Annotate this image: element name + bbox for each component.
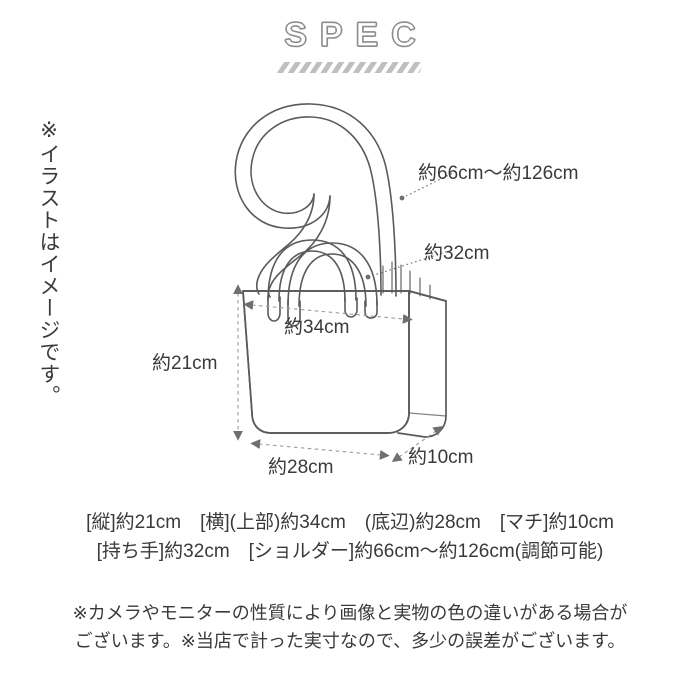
dimension-label-bottom-width: 約28cm: [268, 457, 334, 478]
dimension-label-gusset: 約10cm: [408, 447, 474, 468]
page-title: SPEC: [284, 16, 429, 54]
dimension-label-height: 約21cm: [152, 353, 218, 374]
spec-line: [持ち手]約32cm [ショルダー]約66cm〜約126cm(調節可能): [96, 541, 604, 563]
illustration-disclaimer-note: ※イラストはイメージです。: [37, 118, 60, 407]
dimension-label-top-width: 約34cm: [284, 317, 350, 338]
footer-line: ※カメラやモニターの性質により画像と実物の色の違いがある場合が: [72, 603, 628, 623]
footer-line: ございます。※当店で計った実寸なので、多少の誤差がございます。: [74, 630, 626, 651]
spec-line: [縦]約21cm [横](上部)約34cm (底辺)約28cm [マチ]約10c…: [86, 512, 614, 533]
page-header: SPEC: [0, 16, 700, 73]
diagonal-stripe-banner-icon: [276, 62, 424, 73]
dimension-label-handle: 約32cm: [424, 243, 490, 264]
spec-measurement-list: [縦]約21cm [横](上部)約34cm (底辺)約28cm [マチ]約10c…: [0, 508, 700, 567]
footer-disclaimer: ※カメラやモニターの性質により画像と実物の色の違いがある場合が ございます。※当…: [0, 600, 700, 656]
dimension-label-shoulder: 約66cm〜約126cm: [418, 163, 579, 184]
